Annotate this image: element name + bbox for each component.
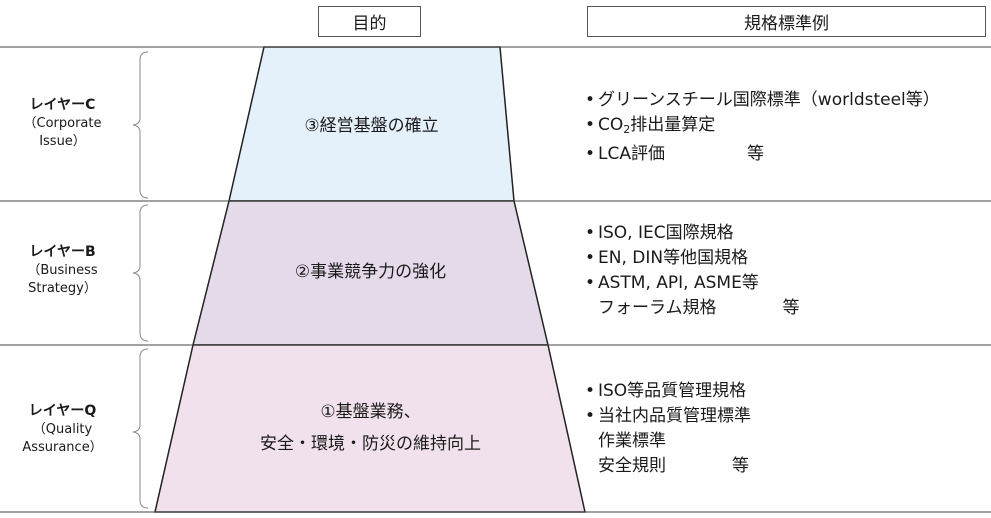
bullet-icon: •	[585, 223, 596, 243]
tier-q-label: ①基盤業務、 安全・環境・防災の維持向上	[193, 396, 548, 460]
standard-item: •当社内品質管理標準	[585, 404, 751, 429]
standard-item: 作業標準	[585, 429, 751, 454]
bullet-icon: •	[585, 273, 596, 293]
brace-b	[132, 204, 149, 342]
standard-text: LCA評価	[598, 144, 665, 164]
bullet-icon: •	[585, 248, 596, 268]
layer-q-sub2: Assurance）	[22, 440, 103, 455]
standard-item: •EN, DIN等他国規格	[585, 246, 800, 271]
standard-text: 排出量算定	[630, 115, 716, 135]
standard-item: •LCA評価 等	[585, 142, 940, 167]
bullet-icon: •	[585, 381, 596, 401]
brace-c	[132, 51, 149, 199]
bullet-icon: •	[585, 144, 596, 164]
layer-c-label: レイヤーC （Corporate Issue）	[0, 96, 125, 151]
standard-item: •ISO等品質管理規格	[585, 379, 751, 404]
etc-mark: 等	[732, 456, 749, 476]
layer-q-sub1: （Quality	[32, 422, 93, 437]
standard-text: CO	[598, 115, 624, 135]
standard-item: フォーラム規格 等	[585, 296, 800, 321]
subscript: 2	[623, 123, 631, 136]
layer-b-label: レイヤーB （Business Strategy）	[0, 243, 125, 298]
standard-text: 作業標準	[598, 431, 666, 451]
standard-item: •CO2排出量算定	[585, 113, 940, 142]
standard-text: 安全規則	[598, 456, 666, 476]
standards-list-b: •ISO, IEC国際規格 •EN, DIN等他国規格 •ASTM, API, …	[585, 221, 800, 321]
header-purpose: 目的	[318, 6, 421, 37]
layer-c-sub2: Issue）	[39, 134, 86, 149]
standards-list-c: •グリーンスチール国際標準（worldsteel等） •CO2排出量算定 •LC…	[585, 88, 940, 167]
layer-q-name: レイヤーQ	[28, 403, 97, 419]
bullet-icon: •	[585, 406, 596, 426]
layer-b-sub2: Strategy）	[28, 281, 97, 296]
standard-item: •グリーンスチール国際標準（worldsteel等）	[585, 88, 940, 113]
layer-q-label: レイヤーQ （Quality Assurance）	[0, 402, 125, 457]
layer-c-name: レイヤーC	[29, 97, 96, 113]
layer-b-sub1: （Business	[27, 263, 98, 278]
standard-text: EN, DIN等他国規格	[598, 248, 749, 268]
bullet-icon: •	[585, 115, 596, 135]
bullet-icon: •	[585, 90, 596, 110]
standard-text: グリーンスチール国際標準（worldsteel等）	[598, 90, 940, 110]
tier-b-label: ②事業競争力の強化	[193, 256, 548, 288]
standard-item: •ISO, IEC国際規格	[585, 221, 800, 246]
tier-c-label: ③経営基盤の確立	[229, 110, 514, 142]
standard-text: ISO, IEC国際規格	[598, 223, 734, 243]
tier-q-line2: 安全・環境・防災の維持向上	[260, 434, 481, 454]
tier-c-line1: ③経営基盤の確立	[304, 116, 439, 136]
standard-text: ASTM, API, ASME等	[598, 273, 759, 293]
header-standards: 規格標準例	[587, 6, 986, 37]
layer-b-name: レイヤーB	[29, 244, 96, 260]
standard-text: 当社内品質管理標準	[598, 406, 751, 426]
standard-item: •ASTM, API, ASME等	[585, 271, 800, 296]
standard-text: フォーラム規格	[598, 298, 717, 318]
tier-b-line1: ②事業競争力の強化	[294, 262, 447, 282]
etc-mark: 等	[782, 298, 800, 318]
tier-q-line1: ①基盤業務、	[320, 402, 421, 422]
etc-mark: 等	[746, 144, 764, 164]
standard-text: ISO等品質管理規格	[598, 381, 747, 401]
standards-list-q: •ISO等品質管理規格 •当社内品質管理標準 作業標準 安全規則 等	[585, 379, 751, 479]
standard-item: 安全規則 等	[585, 454, 751, 479]
brace-q	[132, 348, 149, 509]
layer-c-sub1: （Corporate	[23, 116, 102, 131]
